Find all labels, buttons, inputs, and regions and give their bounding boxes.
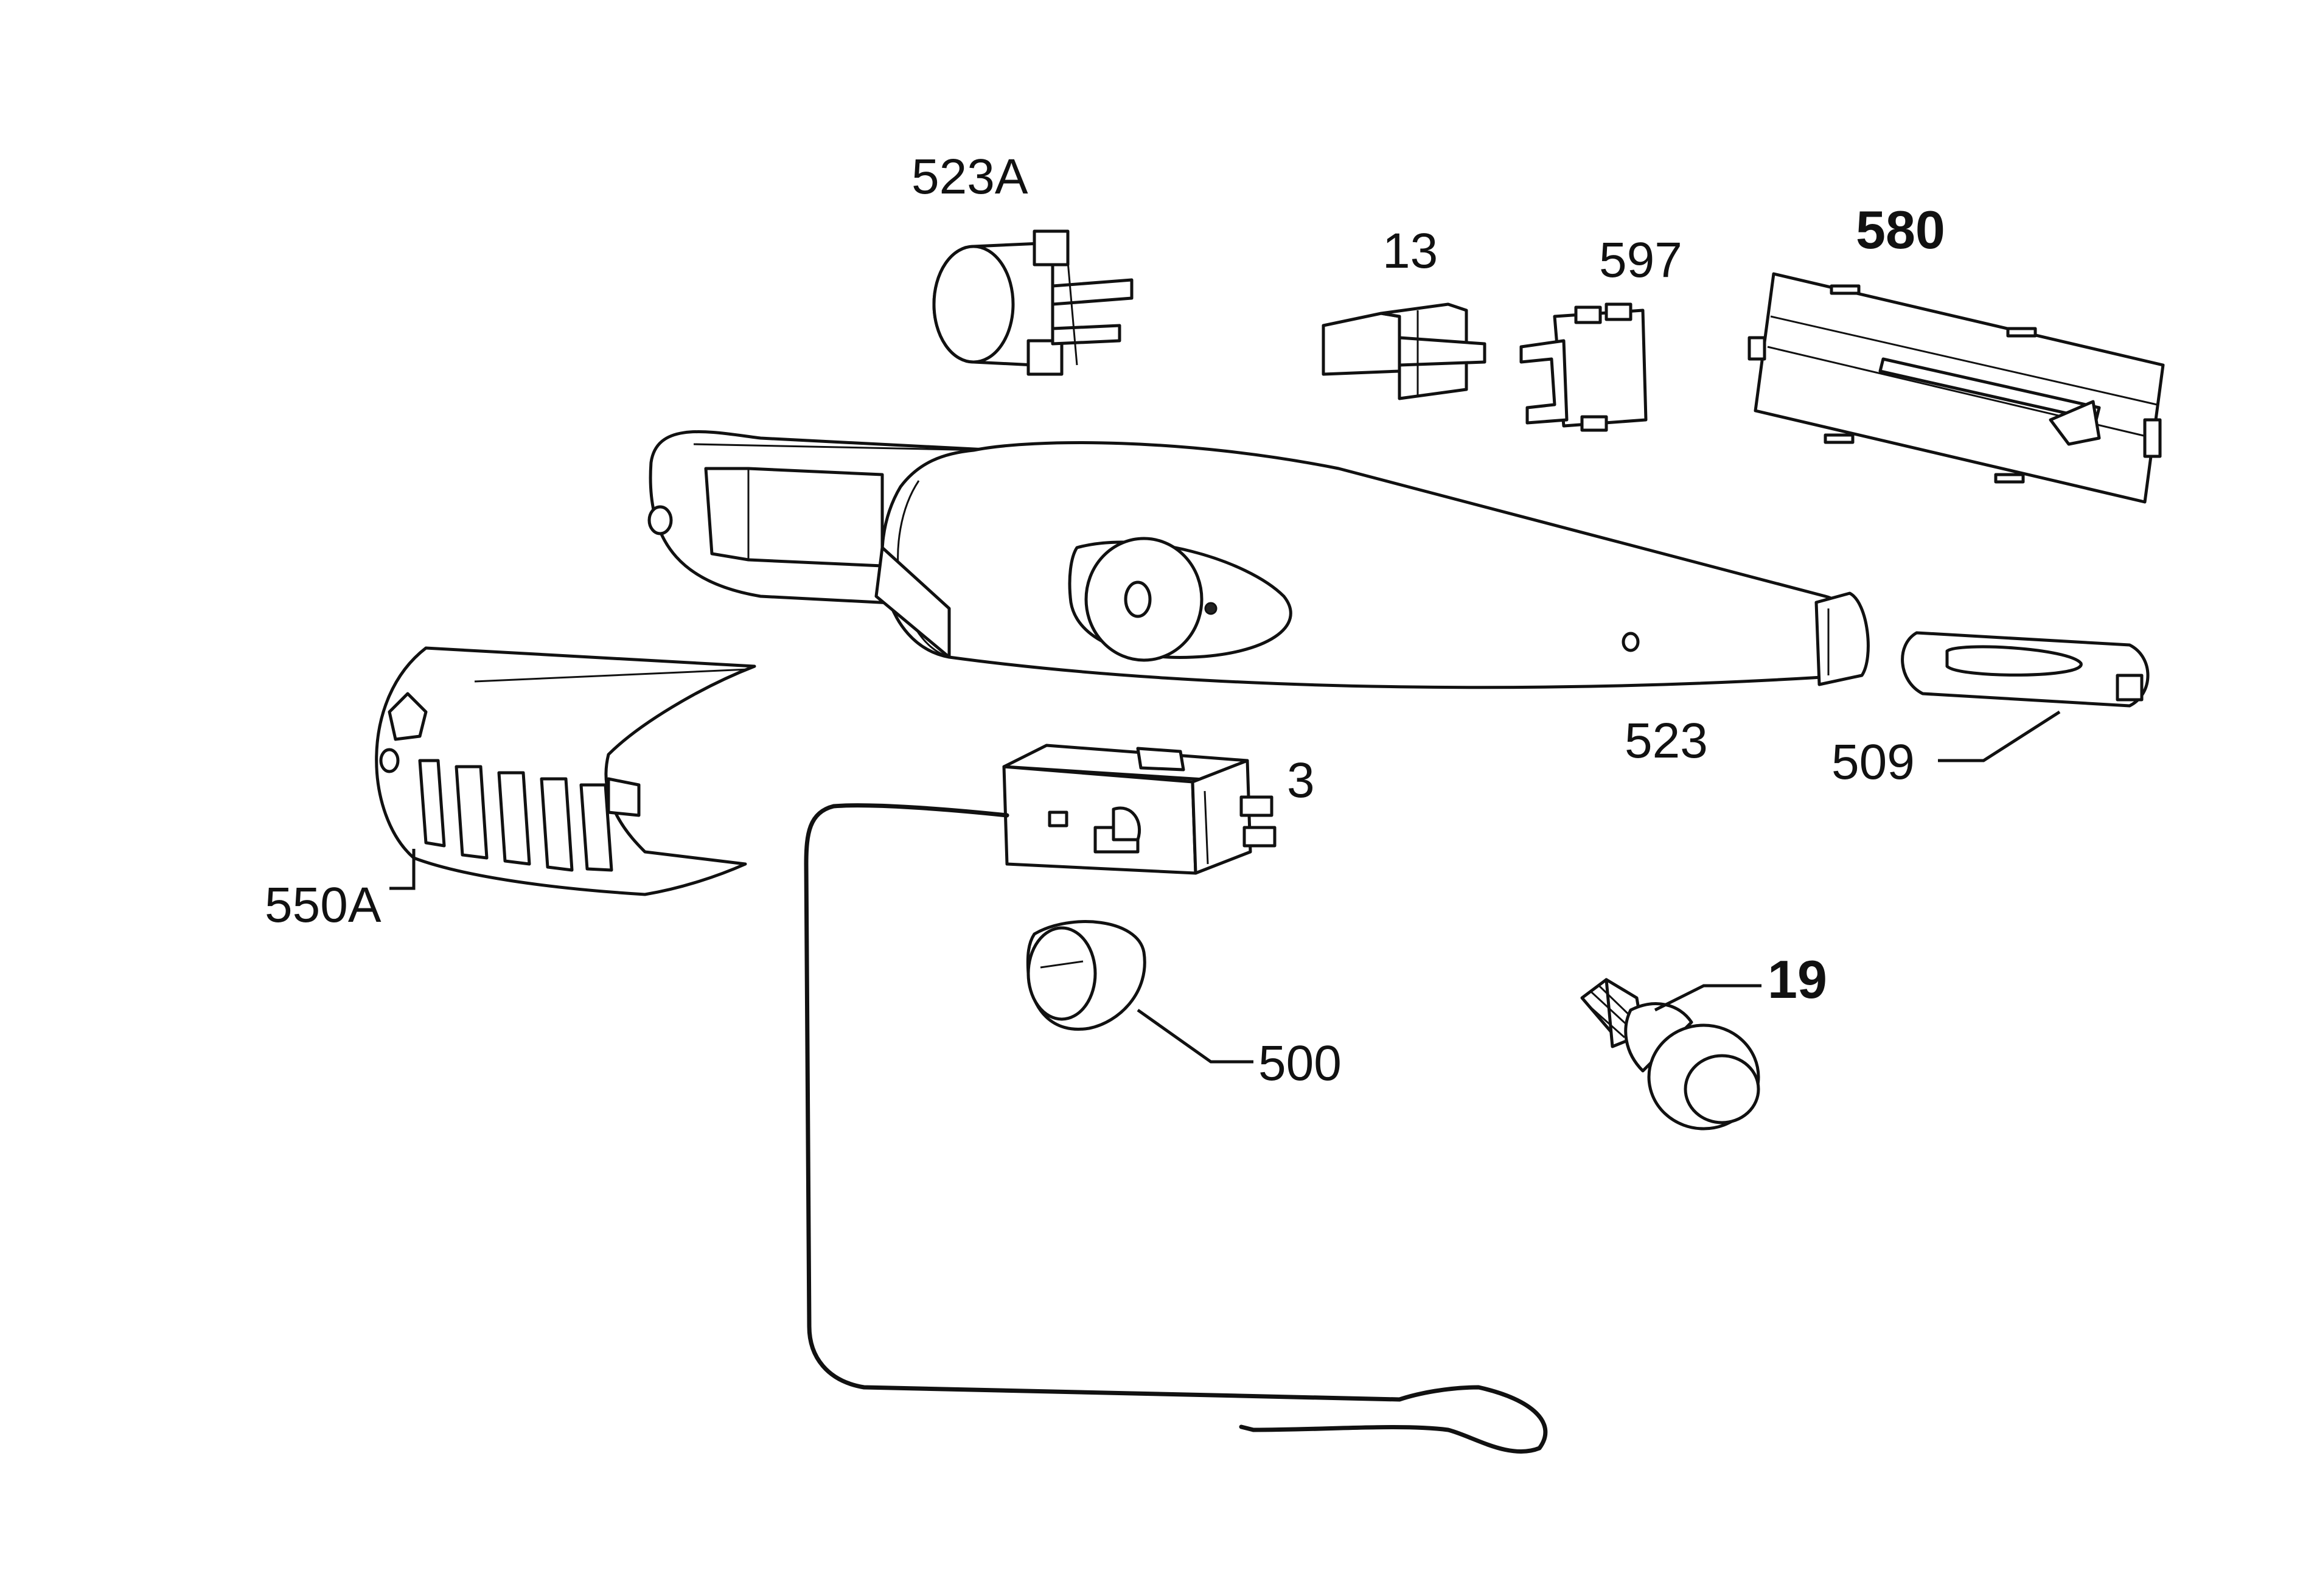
- bulb-19: [1580, 978, 1760, 1131]
- label-550A: 550A: [265, 877, 382, 933]
- label-580: 580: [1856, 200, 1945, 260]
- rear-cover-550A: [375, 646, 756, 896]
- housing-523: [647, 430, 1870, 689]
- label-19: 19: [1768, 949, 1827, 1009]
- leader-509: [1938, 710, 2061, 762]
- bracket-597: [1519, 302, 1648, 432]
- lens-509: [1901, 631, 2150, 708]
- label-3: 3: [1287, 753, 1315, 808]
- leader-500: [1137, 1008, 1253, 1064]
- leader-550A: [389, 849, 416, 890]
- label-500: 500: [1258, 1036, 1342, 1091]
- label-523: 523: [1625, 713, 1708, 768]
- label-13: 13: [1382, 223, 1438, 279]
- lamp-holder-523A: [932, 229, 1134, 376]
- label-523A: 523A: [911, 149, 1028, 204]
- thermostat-3: [1002, 744, 1277, 875]
- capillary-tip: [1239, 1424, 1256, 1432]
- cover-plate-580: [1747, 272, 2165, 504]
- switch-13: [1322, 302, 1486, 400]
- leader-19: [1654, 984, 1761, 1012]
- capillary-tube: [804, 803, 1548, 1454]
- label-597: 597: [1599, 232, 1682, 288]
- label-509: 509: [1831, 734, 1915, 790]
- vent-slots: [418, 759, 613, 872]
- knob-500: [1026, 920, 1146, 1031]
